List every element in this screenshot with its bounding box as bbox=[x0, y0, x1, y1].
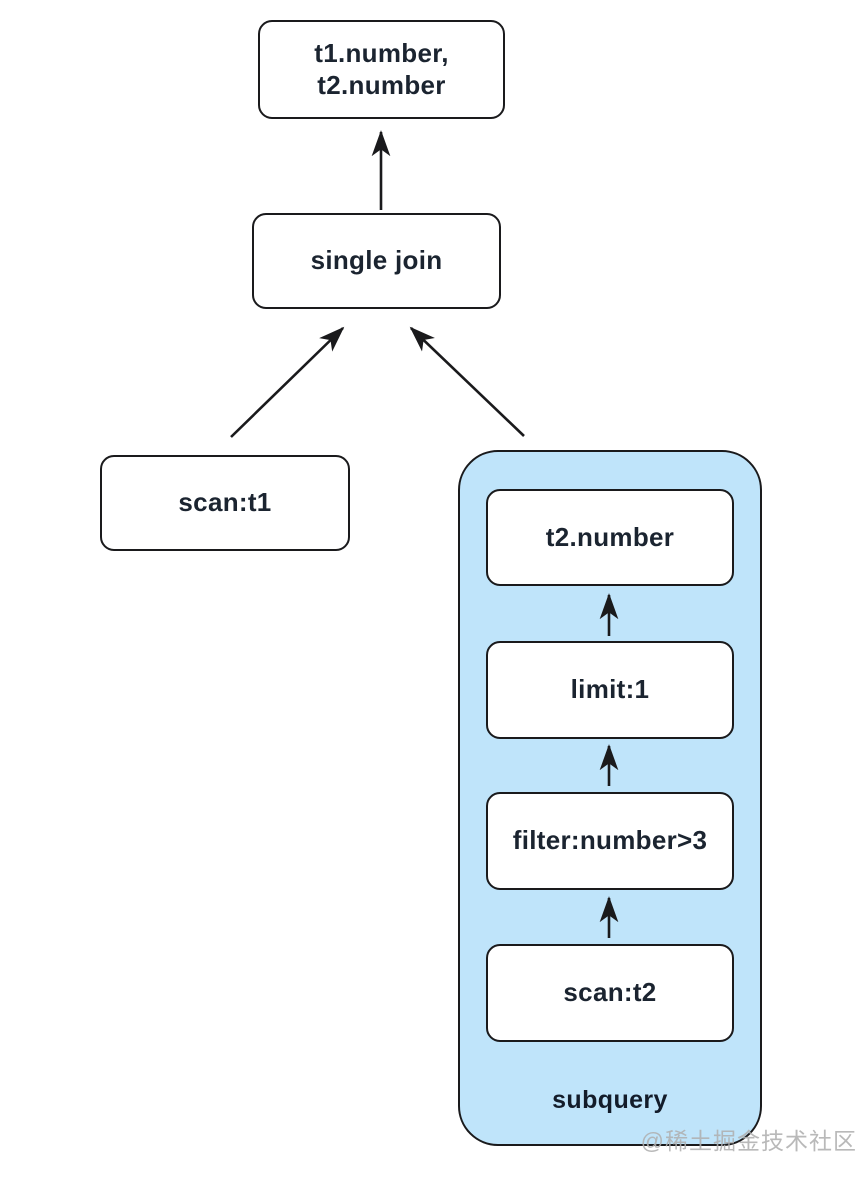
edge-subquery-to-join-arrow bbox=[409, 326, 525, 437]
subquery-group-label: subquery bbox=[552, 1086, 668, 1114]
node-scan-t1-label: scan:t1 bbox=[178, 487, 272, 518]
watermark-text: @稀土掘金技术社区 bbox=[640, 1128, 857, 1154]
node-single-join: single join bbox=[252, 213, 501, 309]
node-result-line1: t1.number, bbox=[314, 37, 449, 68]
node-t2-number: t2.number bbox=[486, 489, 734, 586]
node-limit: limit:1 bbox=[486, 641, 734, 739]
node-scan-t2: scan:t2 bbox=[486, 944, 734, 1042]
edge-scan-t1-to-join-arrow bbox=[230, 326, 345, 438]
node-t2-number-label: t2.number bbox=[545, 521, 675, 552]
node-filter: filter:number>3 bbox=[486, 792, 734, 890]
node-result-columns: t1.number, t2.number bbox=[258, 20, 505, 119]
node-single-join-label: single join bbox=[310, 245, 443, 276]
node-result-line2: t2.number bbox=[317, 69, 446, 100]
node-scan-t2-label: scan:t2 bbox=[563, 977, 657, 1008]
node-limit-label: limit:1 bbox=[570, 674, 650, 705]
node-filter-label: filter:number>3 bbox=[512, 825, 708, 856]
node-scan-t1: scan:t1 bbox=[100, 455, 350, 551]
